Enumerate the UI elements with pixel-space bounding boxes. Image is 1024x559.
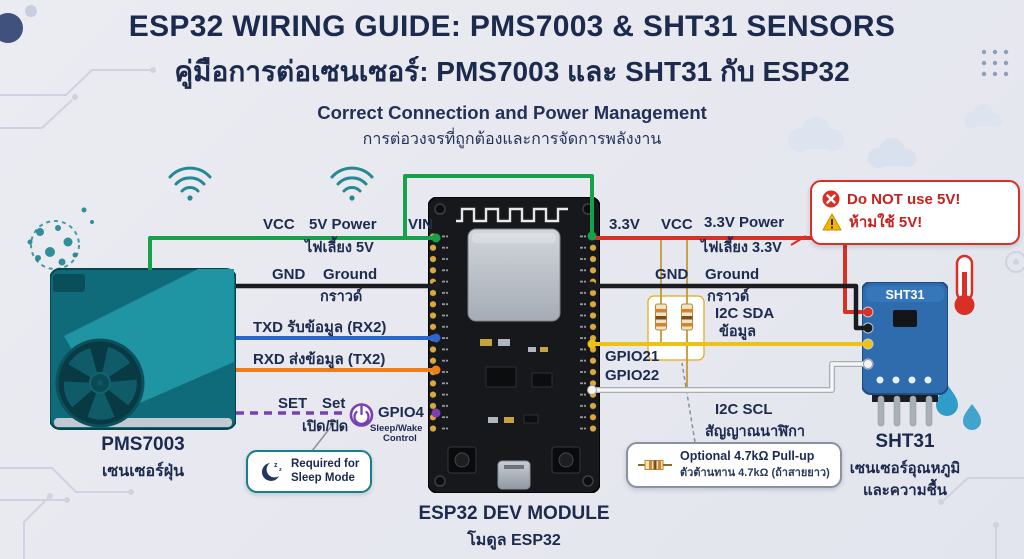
label-esp-gpio21-pin: GPIO21: [605, 348, 660, 365]
label-gpio4-note-1: Sleep/Wake: [370, 423, 423, 434]
warning-callout-no-5v: Do NOT use 5V! ห้ามใช้ 5V!: [810, 180, 1020, 245]
sht31-through-holes: [876, 376, 932, 384]
sht31-pins: [877, 395, 933, 427]
label-sht-gnd-desc: Ground: [705, 266, 760, 283]
label-gpio4-note-2: Control: [383, 433, 417, 444]
resistor-icon: [638, 460, 672, 470]
micro-usb-port: [497, 460, 531, 490]
esp32-caption-th: โมดูล ESP32: [467, 532, 561, 549]
pullup-resistor-1: [655, 303, 667, 331]
label-i2c-scl-th: สัญญาณนาฬิกา: [705, 424, 806, 440]
label-sht-vcc-desc: 3.3V Power: [704, 214, 785, 231]
pms7003-caption-th: เซนเซอร์ฝุ่น: [101, 463, 185, 480]
boot-button: [551, 446, 581, 474]
label-sht-vcc: VCC: [661, 216, 693, 233]
sht31-caption-th-1: เซนเซอร์อุณหภูมิ: [849, 460, 961, 477]
label-pms-set: SET: [278, 395, 308, 412]
smd-components: [480, 339, 553, 424]
page-subtitle-thai: การต่อวงจรที่ถูกต้องและการจัดการพลังงาน: [362, 131, 662, 148]
sleep-note-line1: Required for: [291, 458, 360, 470]
label-pms-set-desc: Set: [322, 395, 346, 412]
dust-particles-icon: [27, 207, 94, 270]
label-esp-vin-pin: VIN: [408, 216, 434, 233]
page-subtitle: Correct Connection and Power Management: [317, 102, 707, 123]
moon-sleep-icon: z z: [261, 462, 282, 482]
wifi-icon: [168, 166, 212, 201]
warning-triangle-icon: [822, 213, 842, 231]
sht31-caption-th-2: และความชื้น: [862, 482, 948, 499]
pin-header-right: [588, 229, 598, 433]
page-title-thai: คู่มือการต่อเซนเซอร์: PMS7003 และ SHT31 …: [174, 56, 850, 87]
label-i2c-sda: I2C SDA: [715, 305, 775, 322]
no5v-text-en: Do NOT use 5V!: [847, 190, 961, 208]
label-pms-txd: TXD รับข้อมูล (RX2): [253, 319, 387, 336]
pms7003-connector: [53, 274, 85, 292]
thermometer-icon: [954, 254, 975, 315]
pullup-callout: Optional 4.7kΩ Pull-up ตัวต้านทาน 4.7kΩ …: [626, 442, 842, 488]
pullup-resistor-2: [681, 303, 693, 331]
label-pms-rxd: RXD ส่งข้อมูล (TX2): [253, 351, 386, 368]
label-i2c-sda-th: ข้อมูล: [719, 324, 757, 340]
label-sht-vcc-desc-th: ไฟเลี้ยง 3.3V: [701, 240, 782, 256]
en-button: [447, 446, 477, 474]
label-pms-set-desc-th: เปิด/ปิด: [302, 419, 349, 435]
label-esp-3v3-pin: 3.3V: [609, 216, 640, 233]
error-x-icon: [822, 190, 840, 208]
label-i2c-scl: I2C SCL: [715, 401, 773, 418]
label-pms-vcc: VCC: [263, 216, 295, 233]
label-esp-gpio22-pin: GPIO22: [605, 367, 660, 384]
sht31-chip: [893, 310, 917, 327]
sht31-board: SHT31: [862, 282, 948, 428]
page-title: ESP32 WIRING GUIDE: PMS7003 & SHT31 SENS…: [128, 10, 896, 43]
svg-text:z: z: [279, 467, 282, 473]
pullup-resistor-leads: [660, 238, 688, 390]
sht31-name: SHT31: [875, 431, 935, 452]
label-pms-gnd-desc: Ground: [323, 266, 378, 283]
label-pms-vcc-desc-th: ไฟเลี้ยง 5V: [305, 240, 374, 256]
label-sht-gnd: GND: [655, 266, 689, 283]
no5v-text-th: ห้ามใช้ 5V!: [849, 214, 923, 231]
sleep-note-line2: Sleep Mode: [291, 472, 355, 485]
pms7003-name: PMS7003: [101, 434, 185, 455]
no5v-callout-leader: [790, 235, 807, 246]
pms7003-board: [50, 266, 236, 432]
sleep-mode-callout: z z Required for Sleep Mode: [246, 450, 373, 493]
label-pms-vcc-desc: 5V Power: [309, 216, 377, 233]
pullup-note-line2: ตัวต้านทาน 4.7kΩ (ถ้าสายยาว): [680, 467, 830, 479]
power-icon: [349, 403, 374, 427]
esp32-name: ESP32 DEV MODULE: [418, 503, 610, 524]
label-esp-gpio4-pin: GPIO4: [378, 404, 424, 421]
fan-icon: [55, 338, 145, 428]
label-pms-gnd: GND: [272, 266, 306, 283]
label-pms-gnd-desc-th: กราวด์: [320, 289, 363, 305]
pullup-callout-leader: [681, 362, 696, 443]
pin-header-left: [430, 229, 440, 433]
svg-text:z: z: [274, 462, 278, 469]
label-sht-gnd-desc-th: กราวด์: [707, 289, 750, 305]
esp32-board: [428, 197, 600, 493]
sht31-silkscreen-label: SHT31: [886, 288, 925, 302]
wifi-icon-2: [330, 166, 374, 201]
pullup-note-line1: Optional 4.7kΩ Pull-up: [680, 449, 815, 463]
